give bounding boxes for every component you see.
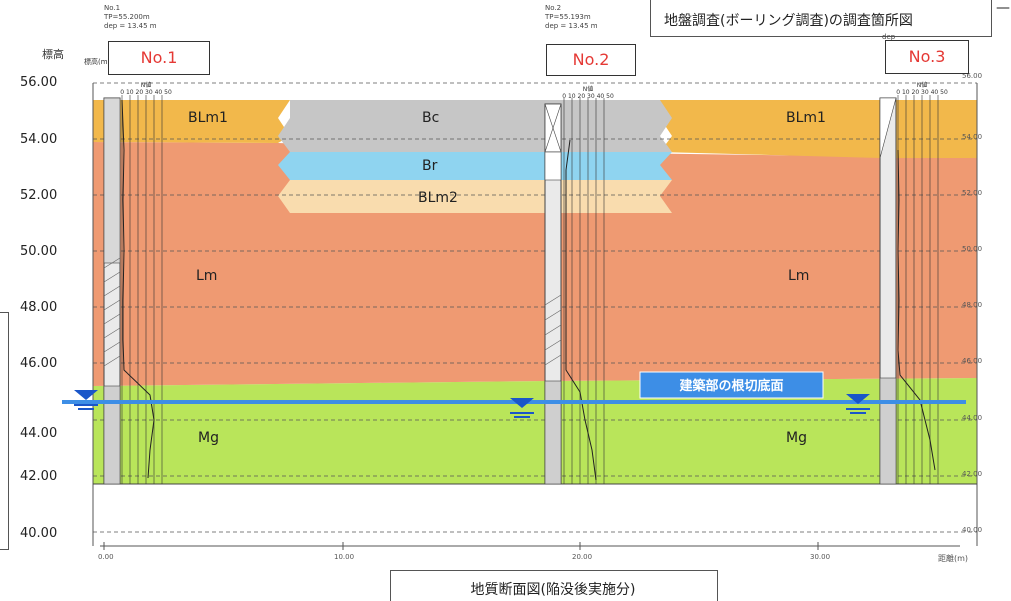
caption-text: 地質断面図(陥没後実施分) [470,582,636,598]
layer-bc [278,100,672,152]
x-tick: 10.00 [334,553,355,561]
y-tick: 56.00 [20,75,58,90]
y-tick: 52.00 [20,188,58,203]
borehole-1 [103,95,163,485]
y-tick: 40.00 [20,526,58,541]
y-tick-right: 42.00 [962,470,983,478]
layer-blm1-left [93,100,290,143]
borehole-1-label: No.1 [108,41,210,75]
layer-label-blm1-left: BLm1 [188,110,228,126]
layer-label-blm2: BLm2 [418,190,458,206]
y-tick-right: 48.00 [962,301,983,309]
layer-label-mg-left: Mg [198,430,219,446]
borehole-1-tag-line: No.1 [104,4,121,12]
borehole-3 [879,95,939,485]
borehole-1-tag-line: dep = 13.45 m [104,22,157,30]
borehole-2-tag-line: No.2 [545,4,562,12]
layer-label-lm-right: Lm [788,268,810,284]
layer-label-bc: Bc [422,110,440,126]
borehole-2-tag: No.2 TP=55.193m dep = 13.45 m [545,4,598,31]
grid-lines [93,82,977,533]
layer-label-br: Br [422,158,438,174]
y-tick: 54.00 [20,132,58,147]
borehole-2-tag-line: TP=55.193m [545,13,591,21]
y-tick-right: 50.00 [962,245,983,253]
title-box [650,0,992,37]
borehole-2-label: No.2 [546,44,636,76]
y-tick: 48.00 [20,300,58,315]
left-table-edge [0,312,9,550]
nvalue-header-2: N値 0 10 20 30 40 50 [562,86,614,100]
x-axis [100,542,960,550]
nvalue-label: N値 [582,86,594,93]
layer-blm1-right [660,100,977,158]
excavation-bottom-label: 建築部の根切底面 [679,379,784,394]
borehole-3-tag: dep [882,33,896,41]
nvalue-header-3: N値 0 10 20 30 40 50 [896,82,948,96]
nvalue-label: N値 [140,82,152,89]
caption-box [390,570,718,601]
nvalue-ticks: 0 10 20 30 40 50 [562,93,614,100]
layer-label-blm1-right: BLm1 [786,110,826,126]
y-tick-right: 52.00 [962,189,983,197]
y-tick-right: 56.00 [962,72,983,80]
y-tick-right: 40.00 [962,526,983,534]
layer-blm2 [278,180,672,213]
borehole-1-tag-line: TP=55.200m [104,13,150,21]
x-tick: 20.00 [572,553,593,561]
y-tick: 50.00 [20,244,58,259]
elevation-unit-label: 標高(m) [84,58,111,66]
x-tick: 0.00 [98,553,114,561]
nvalue-ticks: 0 10 20 30 40 50 [120,89,172,96]
y-tick-right: 46.00 [962,357,983,365]
nvalue-ticks: 0 10 20 30 40 50 [896,89,948,96]
y-tick-right: 44.00 [962,414,983,422]
layer-label-mg-right: Mg [786,430,807,446]
elevation-label: 標高 [42,48,64,61]
borehole-2 [544,98,605,485]
borehole-2-tag-line: dep = 13.45 m [545,22,598,30]
layer-mg [93,378,977,484]
x-tick: 30.00 [810,553,831,561]
nvalue-header-1: N値 0 10 20 30 40 50 [120,82,172,96]
nvalue-label: N値 [916,82,928,89]
layer-br [278,152,672,180]
y-tick-right: 54.00 [962,133,983,141]
title-text: 地盤調査(ボーリング調査)の調査箇所図 [664,13,913,29]
title-dash: — [996,0,1010,16]
borehole-1-tag: No.1 TP=55.200m dep = 13.45 m [104,4,157,31]
y-tick: 44.00 [20,426,58,441]
borehole-3-label: No.3 [885,40,969,74]
y-tick: 46.00 [20,356,58,371]
layer-label-lm-left: Lm [196,268,218,284]
water-level-icon [74,390,870,418]
y-tick: 42.00 [20,469,58,484]
distance-label: 距離(m) [938,554,969,563]
